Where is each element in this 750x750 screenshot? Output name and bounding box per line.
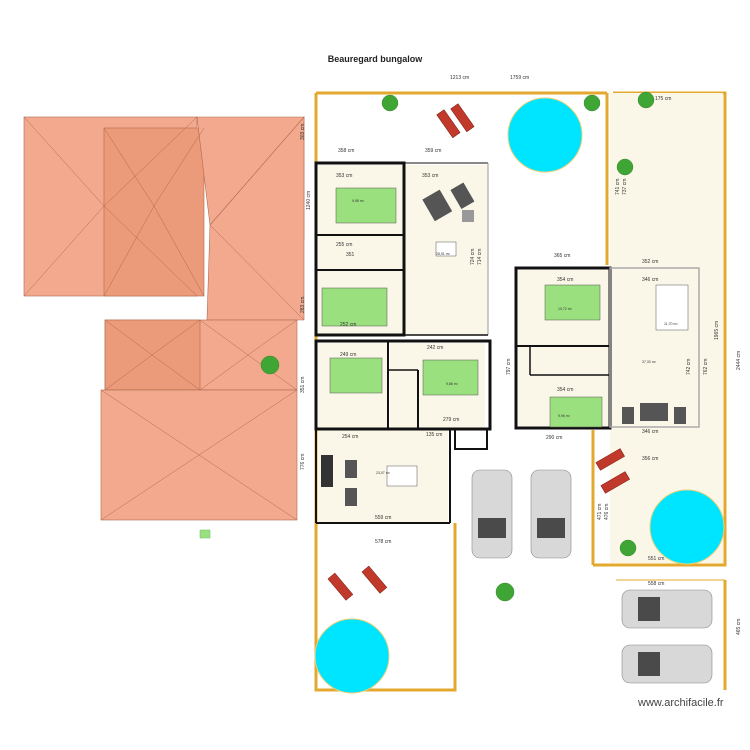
dim-1965: 1965 cm [714, 321, 720, 340]
dim-742: 742 cm [686, 359, 692, 375]
dim-578: 578 cm [375, 539, 391, 545]
dim-476: 476 cm [604, 504, 610, 520]
dim-346: 346 cm [642, 277, 658, 283]
dim-room-w3: 353 cm [336, 173, 352, 179]
dim-465: 465 cm [736, 619, 742, 635]
dim-175: 175 cm [655, 96, 671, 102]
dim-249: 249 cm [340, 352, 356, 358]
dim-254: 254 cm [342, 434, 358, 440]
dim-471: 471 cm [597, 504, 603, 520]
plants [260, 91, 655, 602]
dim-1240: 1240 cm [306, 191, 312, 210]
dim-741: 741 cm [615, 179, 621, 195]
dim-762: 762 cm [703, 359, 709, 375]
dim-room-w1: 358 cm [338, 148, 354, 154]
pools [314, 97, 725, 694]
area-room-b: 10,72 m² [558, 307, 573, 311]
cars [471, 469, 713, 684]
dim-776: 776 cm [300, 454, 306, 470]
area-room-g: 28,91 m² [436, 252, 451, 256]
area-room-e: 37,33 m² [642, 360, 657, 364]
right-building-walls [514, 266, 700, 430]
dim-303: 303 cm [300, 124, 306, 140]
dim-279: 279 cm [443, 417, 459, 423]
dim-top-right: 1759 cm [510, 75, 529, 81]
dim-2444: 2444 cm [736, 351, 742, 370]
area-room-a: 9,98 m² [352, 199, 365, 203]
dim-797: 797 cm [506, 359, 512, 375]
dimension-labels: 1213 cm 1759 cm 358 cm 359 cm 353 cm 353… [300, 75, 742, 635]
dim-room-w3b: 353 cm [422, 173, 438, 179]
area-room-d: 9,86 m² [446, 382, 459, 386]
dim-351: 351 cm [300, 377, 306, 393]
dim-room-w2: 359 cm [425, 148, 441, 154]
dim-551: 551 cm [648, 556, 664, 562]
plan-title: Beauregard bungalow [327, 54, 423, 64]
dim-242: 242 cm [427, 345, 443, 351]
area-room-c: 9,96 m² [558, 414, 571, 418]
roof [23, 116, 305, 539]
dim-352: 352 cm [642, 259, 658, 265]
living-furniture [321, 182, 689, 506]
left-building-walls [314, 161, 492, 524]
dim-290: 290 cm [546, 435, 562, 441]
dim-346b: 346 cm [642, 429, 658, 435]
dim-255: 255 cm [336, 242, 352, 248]
dim-354: 354 cm [557, 277, 573, 283]
dim-top-left: 1213 cm [450, 75, 469, 81]
dim-356: 356 cm [642, 456, 658, 462]
beds [321, 187, 603, 428]
dim-365: 365 cm [554, 253, 570, 259]
watermark: www.archifacile.fr [638, 697, 724, 709]
dim-737: 737 cm [622, 179, 628, 195]
area-room-f: 23,07 m² [376, 471, 391, 475]
dim-351b: 351 [346, 252, 355, 258]
dim-714: 714 cm [477, 249, 483, 265]
dim-558: 558 cm [648, 581, 664, 587]
room-areas: 9,98 m² 28,91 m² 10,72 m² 9,96 m² 9,86 m… [352, 199, 678, 475]
area-room-h: 11,70 m² [664, 322, 678, 326]
dim-724: 724 cm [470, 249, 476, 265]
sun-loungers [327, 103, 630, 601]
right-building-floors [518, 270, 698, 426]
dim-559: 559 cm [375, 515, 391, 521]
dim-283: 283 cm [300, 297, 306, 313]
dim-252: 252 cm [340, 322, 356, 328]
dim-354b: 354 cm [557, 387, 573, 393]
dim-135: 135 cm [426, 432, 442, 438]
